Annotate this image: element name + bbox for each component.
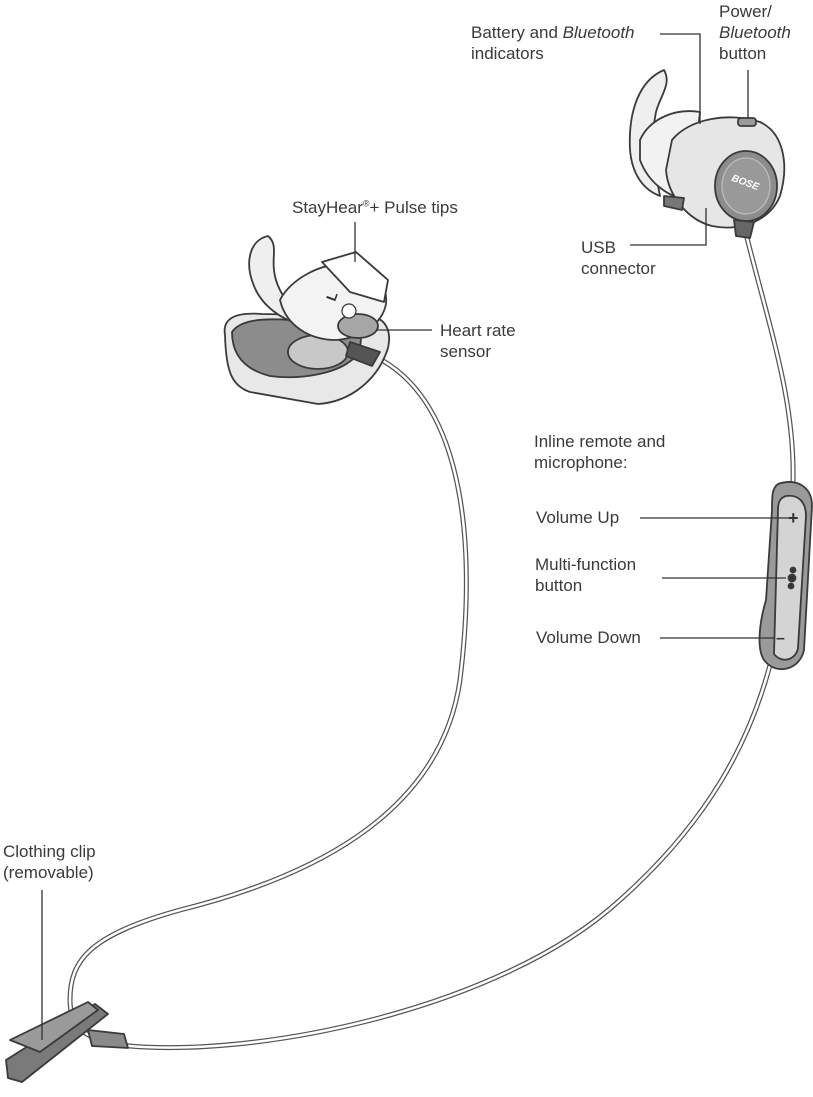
label-heart-rate-line2: sensor bbox=[440, 342, 492, 361]
clip-hinge bbox=[87, 1029, 129, 1049]
right-earbud-stem bbox=[733, 219, 755, 239]
power-bluetooth-button-shape bbox=[737, 117, 757, 127]
cable-clip-to-remote bbox=[117, 662, 773, 1051]
cable bbox=[67, 227, 796, 1051]
label-stayhear-text-a: StayHear bbox=[292, 198, 363, 217]
label-stayhear-reg: ® bbox=[362, 198, 370, 209]
label-multi-function-line2: button bbox=[535, 576, 583, 595]
label-heart-rate-sensor: Heart rate sensor bbox=[440, 320, 516, 362]
left-tip-gray-pad bbox=[337, 313, 379, 339]
label-inline-remote-line2: microphone: bbox=[534, 453, 628, 472]
label-multi-function-line1: Multi-function bbox=[535, 555, 637, 574]
label-stayhear-tips: StayHear®+ Pulse tips bbox=[292, 197, 458, 218]
multi-function-dot-1 bbox=[789, 566, 797, 574]
label-power-line2: Bluetooth bbox=[719, 23, 791, 42]
clip-upper-jaw bbox=[9, 1001, 99, 1053]
inline-remote bbox=[758, 481, 813, 670]
label-battery-indicators-bluetooth: Bluetooth bbox=[562, 23, 635, 42]
label-inline-remote-line1: Inline remote and bbox=[534, 432, 666, 451]
multi-function-dot-3 bbox=[787, 582, 795, 590]
left-earbud-stem bbox=[345, 341, 381, 367]
clothing-clip bbox=[5, 1001, 129, 1083]
label-clothing-clip-line1: Clothing clip bbox=[3, 842, 96, 861]
right-earbud bbox=[628, 69, 786, 239]
leader-battery-indicators bbox=[660, 33, 701, 124]
label-clothing-clip-line2: (removable) bbox=[3, 863, 94, 882]
label-volume-up: Volume Up bbox=[536, 508, 620, 527]
cable-clip-to-remote-inner bbox=[118, 663, 772, 1049]
cable-remote-to-right-earbud bbox=[742, 227, 796, 485]
cable-remote-to-right-earbud-inner bbox=[743, 228, 795, 484]
label-usb-line2: connector bbox=[581, 259, 656, 278]
cable-left-earbud-to-clip bbox=[67, 352, 469, 1048]
label-heart-rate-line1: Heart rate bbox=[440, 321, 516, 340]
label-battery-indicators-text-c: indicators bbox=[471, 44, 544, 63]
label-stayhear-text-b: + Pulse tips bbox=[369, 198, 458, 217]
label-battery-indicators-text-a: Battery and bbox=[471, 23, 563, 42]
label-battery-indicators: Battery and Bluetooth indicators bbox=[471, 22, 635, 64]
label-power-line1: Power/ bbox=[719, 2, 772, 21]
left-earbud bbox=[223, 235, 390, 405]
label-clothing-clip: Clothing clip (removable) bbox=[3, 841, 96, 883]
usb-connector-shape bbox=[663, 195, 685, 211]
volume-up-symbol: + bbox=[788, 508, 799, 528]
multi-function-dot-2 bbox=[787, 573, 797, 583]
label-volume-down: Volume Down bbox=[536, 628, 641, 647]
label-usb-connector: USB connector bbox=[581, 237, 656, 279]
right-earbud-face-ring bbox=[721, 157, 771, 215]
left-earbud-logo-badge bbox=[341, 303, 357, 319]
leader-lines bbox=[41, 33, 790, 1040]
label-multi-function-button: Multi-function button bbox=[535, 554, 636, 596]
stayhear-tip-cap bbox=[321, 251, 389, 303]
volume-down-symbol: – bbox=[776, 630, 785, 647]
label-usb-line1: USB bbox=[581, 238, 616, 257]
label-power-button: Power/ Bluetooth button bbox=[719, 1, 791, 64]
label-inline-remote: Inline remote and microphone: bbox=[534, 431, 665, 473]
leader-usb-connector bbox=[630, 208, 707, 246]
label-power-line3: button bbox=[719, 44, 767, 63]
cable-left-earbud-to-clip-inner bbox=[68, 353, 468, 1047]
